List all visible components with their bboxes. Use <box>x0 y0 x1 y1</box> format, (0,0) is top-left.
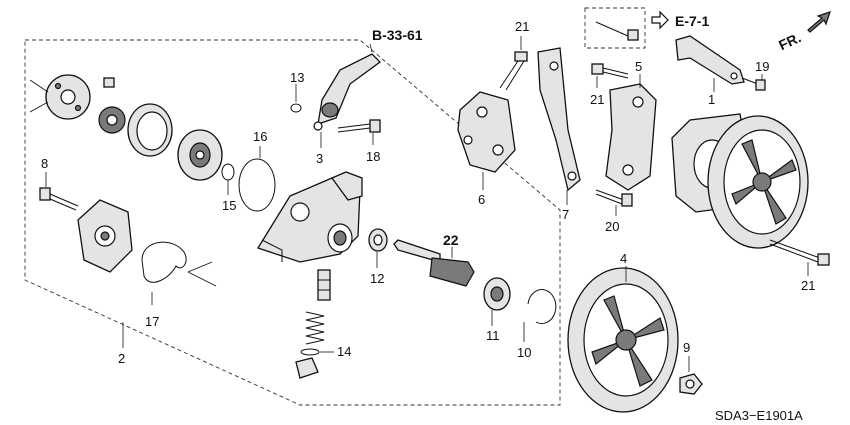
bracket-5 <box>605 83 657 191</box>
vane <box>103 77 115 88</box>
callout-14: 14 <box>337 344 351 359</box>
bearing-11 <box>483 277 511 311</box>
bolt-8 <box>39 187 79 211</box>
callout-18: 18 <box>366 149 380 164</box>
diagram-code: SDA3−E1901A <box>715 408 803 423</box>
callout-6: 6 <box>478 192 485 207</box>
callout-12: 12 <box>370 271 384 286</box>
callout-2: 2 <box>118 351 125 366</box>
pump-bracket-6 <box>457 91 516 173</box>
callout-7: 7 <box>562 207 569 222</box>
bolt-18 <box>337 119 381 133</box>
callout-21a: 21 <box>515 19 529 34</box>
o-ring-15 <box>221 163 235 181</box>
suction-joint <box>313 53 381 131</box>
snap-ring-10 <box>527 289 557 325</box>
callout-20: 20 <box>605 219 619 234</box>
callout-8: 8 <box>41 156 48 171</box>
callout-23: 22 <box>443 232 459 248</box>
plug <box>295 357 319 379</box>
callout-5: 5 <box>635 59 642 74</box>
fr-arrow <box>807 11 831 33</box>
leader-ref-b <box>369 43 373 53</box>
leader-side-plate <box>29 79 49 113</box>
pressure-plate <box>177 129 223 181</box>
pulley-4 <box>567 267 679 413</box>
o-ring-17 <box>141 241 187 283</box>
cam-ring <box>127 103 173 157</box>
callout-1: 1 <box>708 92 715 107</box>
flow-control-valve <box>317 269 331 301</box>
bolt-21a <box>499 51 528 91</box>
callout-21b: 21 <box>590 92 604 107</box>
callout-4: 4 <box>620 251 627 266</box>
arrow-e-7-1[interactable] <box>651 10 669 30</box>
stay-7 <box>537 47 581 192</box>
callout-19: 19 <box>755 59 769 74</box>
o-ring-16 <box>238 158 276 212</box>
callout-22: 21 <box>801 278 815 293</box>
bolt-20 <box>595 189 633 207</box>
ref-e-7-1[interactable]: E-7-1 <box>675 13 709 29</box>
callout-15: 15 <box>222 198 236 213</box>
callout-10: 10 <box>517 345 531 360</box>
ref-b-33-61[interactable]: B-33-61 <box>372 27 423 43</box>
bolt-22 <box>769 239 830 266</box>
stay-bracket-1 <box>675 35 745 85</box>
valve-spring <box>305 311 325 345</box>
pump-body <box>257 171 363 263</box>
leader-17 <box>187 261 217 287</box>
oil-seal-12 <box>368 228 388 252</box>
rotor <box>98 106 126 134</box>
pump-shaft <box>393 239 475 287</box>
callout-11: 11 <box>486 328 500 343</box>
bolt-21b <box>591 63 629 79</box>
callout-17: 17 <box>145 314 159 329</box>
callout-3: 3 <box>316 151 323 166</box>
pump-assembly-boundary <box>24 39 561 406</box>
callout-13: 13 <box>290 70 304 85</box>
o-ring-13 <box>290 103 302 113</box>
detail-bolt <box>595 21 639 41</box>
bolt-19 <box>741 77 766 91</box>
rear-cover <box>77 199 133 273</box>
fr-label: FR. <box>776 29 803 53</box>
detail-box <box>584 7 646 49</box>
callout-9: 9 <box>683 340 690 355</box>
installed-pulley <box>707 115 809 249</box>
o-ring-14 <box>300 348 320 356</box>
nut-9 <box>679 373 703 395</box>
callout-16: 16 <box>253 129 267 144</box>
side-plate <box>45 74 91 120</box>
